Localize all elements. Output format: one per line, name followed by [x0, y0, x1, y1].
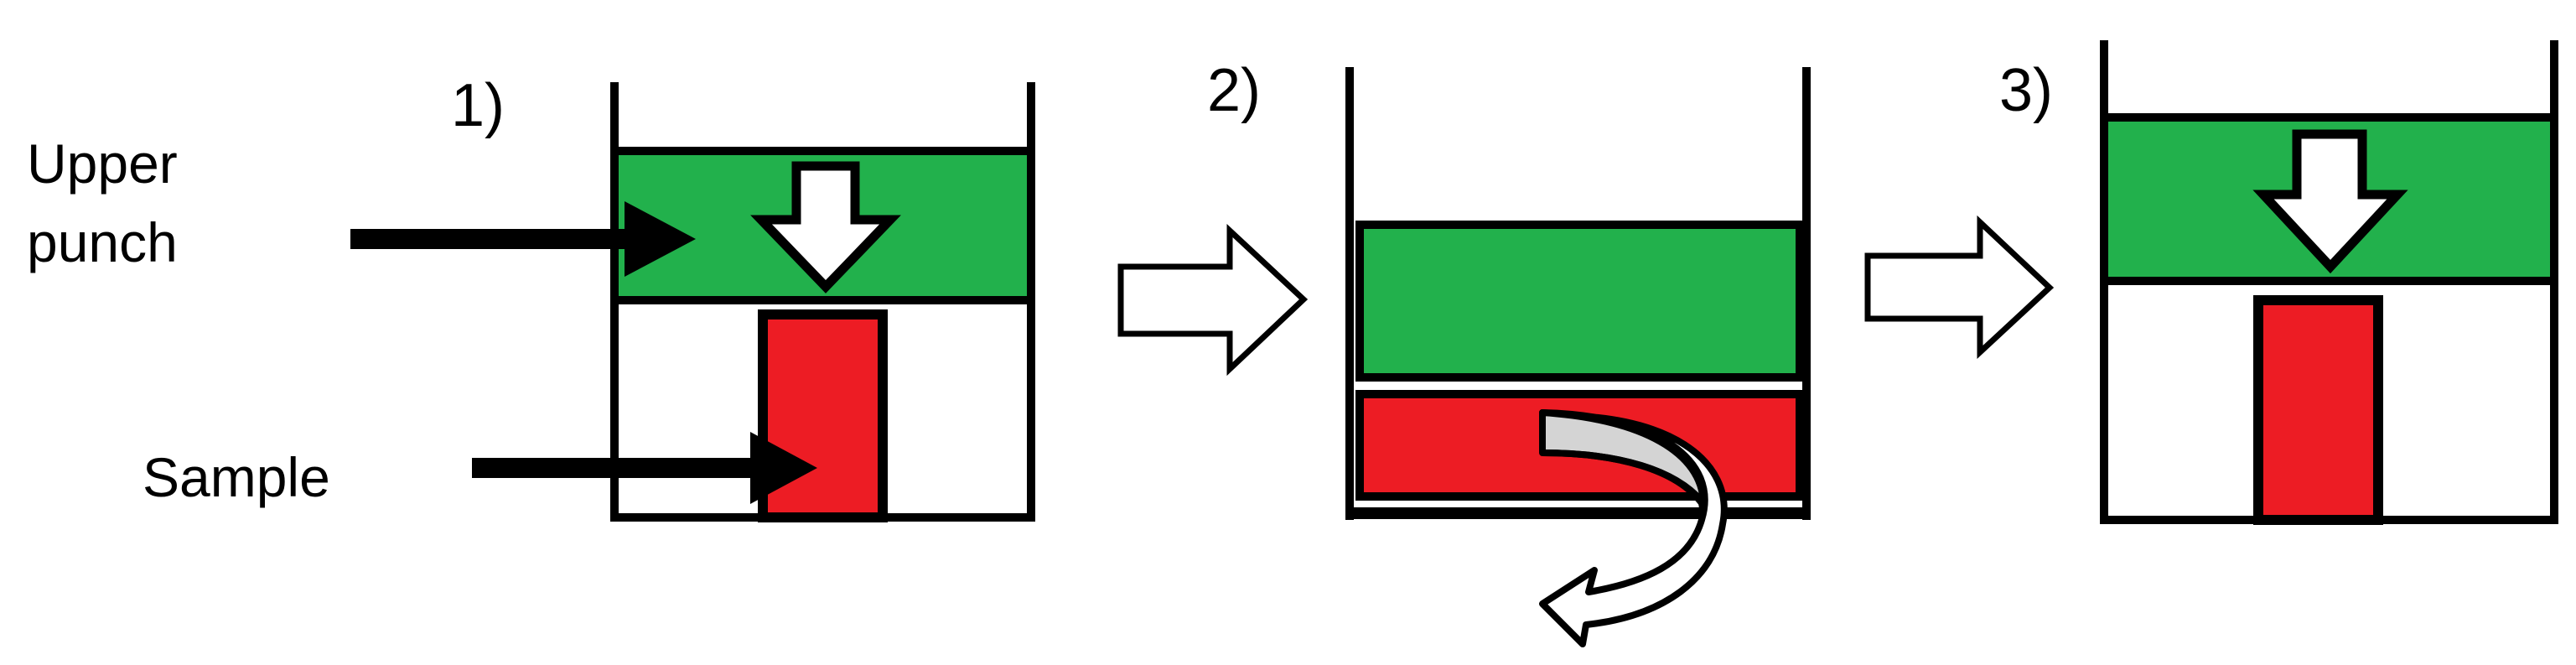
- right-solid-arrow-icon: [472, 432, 817, 504]
- right-solid-arrow-icon: [350, 201, 696, 277]
- step-1-label: 1): [451, 72, 505, 139]
- curved-rotate-arrow-icon: [1539, 409, 1728, 647]
- step-2-panel: [1345, 67, 1811, 647]
- upper-punch-label-line1: Upper: [27, 132, 178, 195]
- step-2-upper-punch: [1355, 221, 1804, 382]
- step-1-sample: [758, 309, 888, 522]
- upper-punch-label-line2: punch: [27, 211, 178, 273]
- step-1-panel: [350, 82, 1035, 522]
- step-3-panel: [2100, 40, 2558, 525]
- right-hollow-arrow-icon: [1864, 215, 2055, 360]
- down-hollow-arrow-icon: [750, 161, 901, 294]
- sample-label: Sample: [143, 446, 330, 508]
- step-3-label: 3): [1999, 57, 2053, 124]
- step-3-sample: [2253, 295, 2383, 525]
- down-hollow-arrow-icon: [2252, 129, 2408, 274]
- right-hollow-arrow-icon: [1117, 223, 1309, 377]
- step-2-label: 2): [1207, 57, 1261, 124]
